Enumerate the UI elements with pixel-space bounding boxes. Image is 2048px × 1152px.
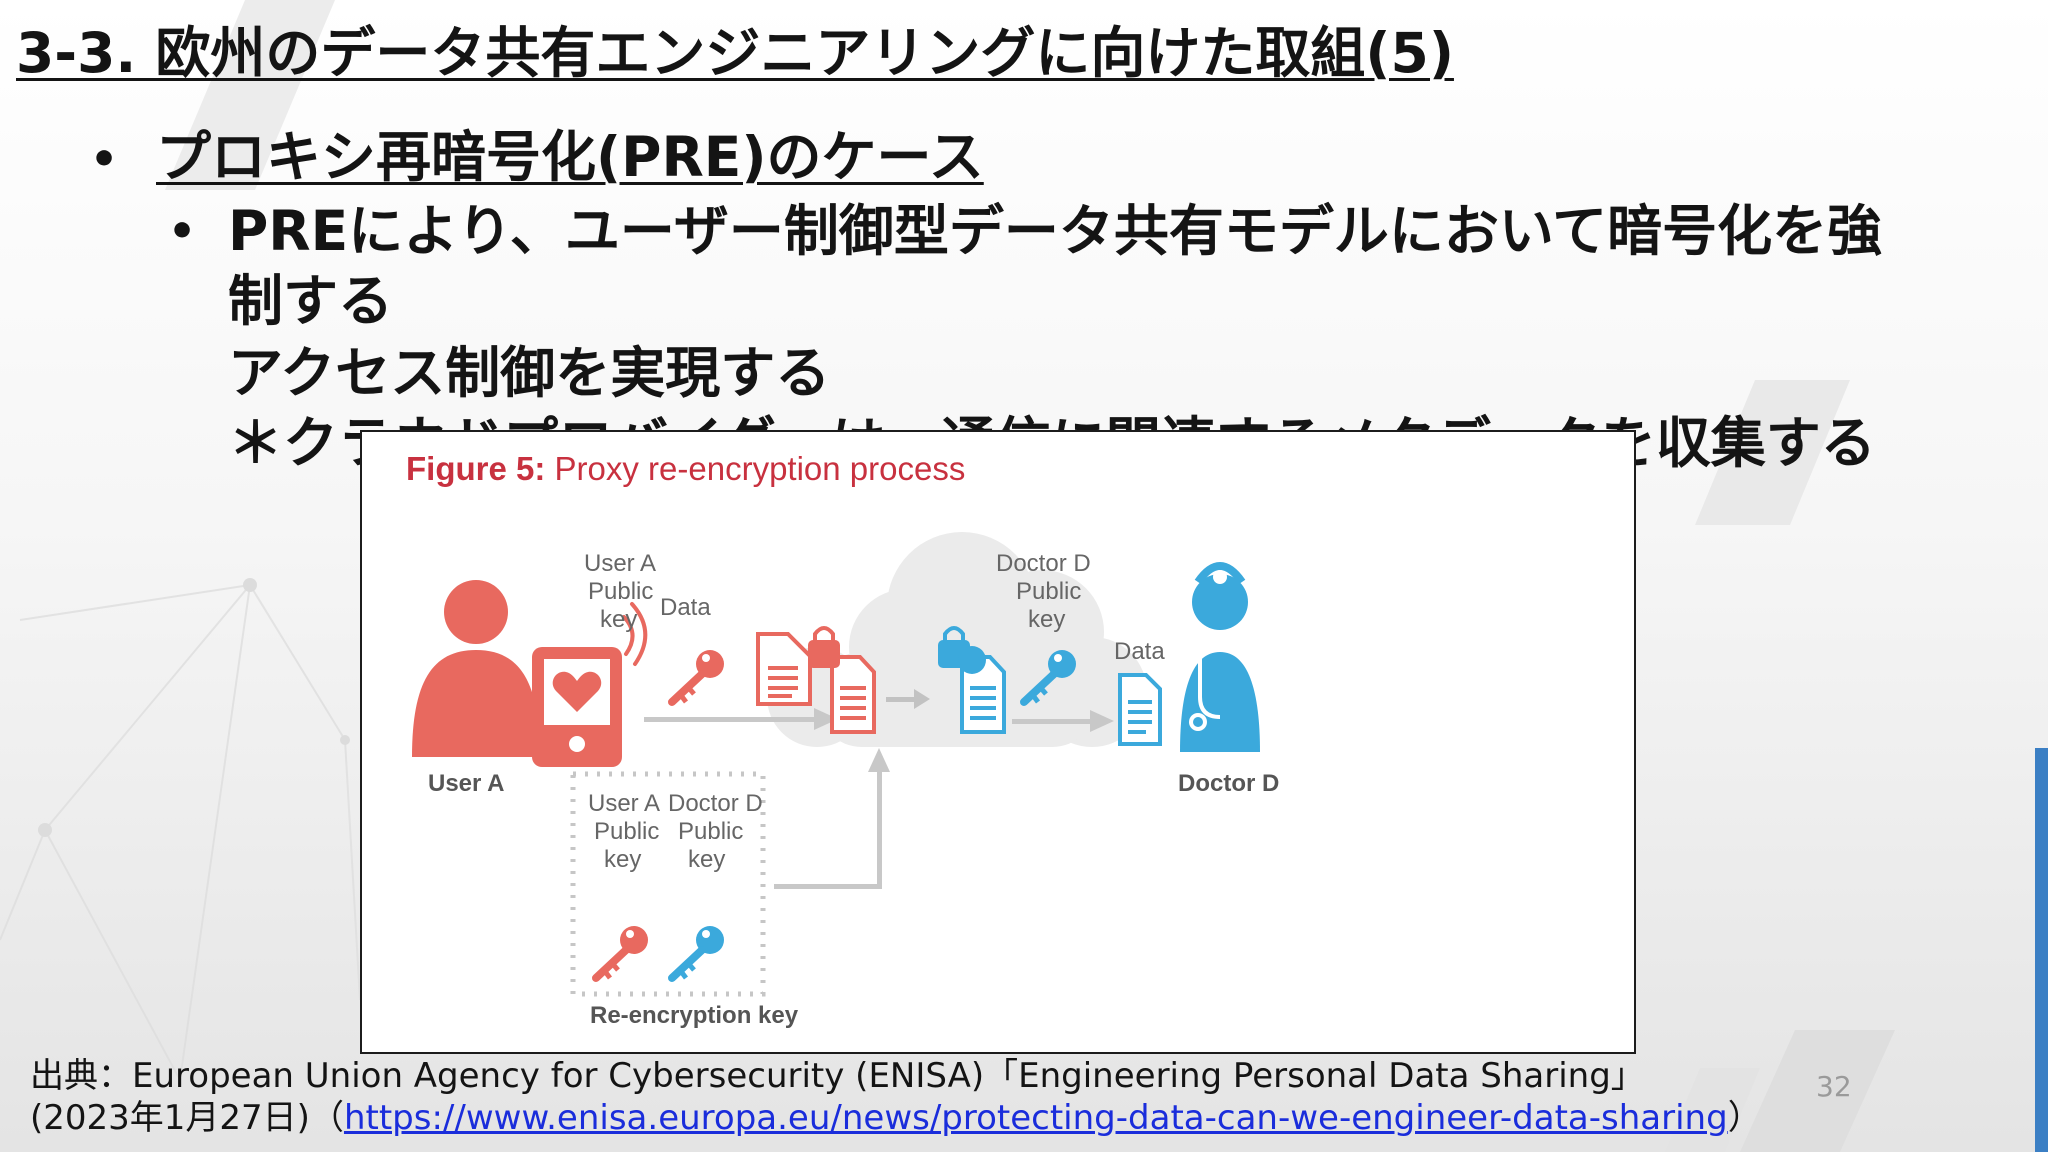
label-box-doctor-2: Public (678, 818, 744, 845)
re-key-user-icon (592, 926, 648, 982)
label-user-a: User A (428, 770, 505, 797)
label-doctor-d: Doctor D (1178, 770, 1280, 797)
slide-title: 3-3. 欧州のデータ共有エンジニアリングに向けた取組(5) (16, 21, 1454, 85)
label-re-encryption-key: Re-encryption key (590, 1002, 799, 1029)
wireless-signal-icon (622, 602, 648, 666)
arrow-to-cloud (644, 708, 838, 730)
tablet-heart-icon (532, 647, 622, 767)
label-box-user-3: key (604, 846, 642, 873)
page-number: 32 (1816, 1070, 1852, 1103)
source-close-paren: ） (1727, 1098, 1762, 1138)
label-user-a-key-2: Public (588, 578, 654, 605)
source-line-1: 出典：European Union Agency for Cybersecuri… (30, 1056, 1645, 1096)
label-data-1: Data (660, 594, 711, 621)
user-a-public-key-icon (668, 650, 724, 706)
doctor-d-public-key-icon (958, 646, 986, 674)
label-doctor-key-1: Doctor D (996, 550, 1091, 577)
arrow-in-cloud (886, 689, 930, 709)
diagram-canvas (412, 532, 1260, 997)
locked-document-red-icon (808, 626, 876, 734)
bullet-heading: プロキシ再暗号化(PRE)のケース (156, 125, 984, 189)
label-user-a-key-1: User A (584, 550, 657, 577)
label-box-doctor-3: key (688, 846, 726, 873)
bullet-dot: • (90, 134, 119, 185)
source-citation: 出典：European Union Agency for Cybersecuri… (30, 1055, 1762, 1139)
doctor-data-document-icon (1118, 673, 1162, 746)
arrow-to-doctor (1012, 710, 1114, 732)
re-encryption-key-box (570, 771, 766, 997)
label-box-user-1: User A (588, 790, 661, 817)
label-doctor-key-3: key (1028, 606, 1066, 633)
sub-line-1: PREにより、ユーザー制御型データ共有モデルにおいて暗号化を強 (228, 199, 1883, 263)
label-doctor-key-2: Public (1016, 578, 1082, 605)
source-date: (2023年1月27日)（ (30, 1098, 344, 1138)
label-box-doctor-1: Doctor D (668, 790, 763, 817)
figure-caption: Proxy re-encryption process (554, 450, 966, 487)
label-box-user-2: Public (594, 818, 660, 845)
figure-label: Figure 5: (406, 450, 546, 487)
sub-bullet-dot: • (168, 206, 197, 257)
sub-line-2: 制する (228, 269, 394, 333)
arrow-re-key-to-cloud (774, 748, 890, 889)
user-a-person-icon (412, 580, 540, 757)
figure-title: Figure 5: Proxy re-encryption process (406, 448, 965, 490)
accent-bar (2035, 748, 2048, 1152)
doctor-public-key-icon (1020, 650, 1076, 706)
source-link[interactable]: https://www.enisa.europa.eu/news/protect… (343, 1098, 1728, 1138)
sub-line-3: アクセス制御を実現する (228, 341, 831, 405)
label-user-a-key-3: key (600, 606, 638, 633)
doctor-d-person-icon (1180, 562, 1260, 752)
data-document-icon (756, 632, 812, 706)
figure-proxy-re-encryption: Figure 5: Proxy re-encryption process (360, 430, 1636, 1054)
label-data-2: Data (1114, 638, 1165, 665)
re-key-doctor-icon (668, 926, 724, 982)
